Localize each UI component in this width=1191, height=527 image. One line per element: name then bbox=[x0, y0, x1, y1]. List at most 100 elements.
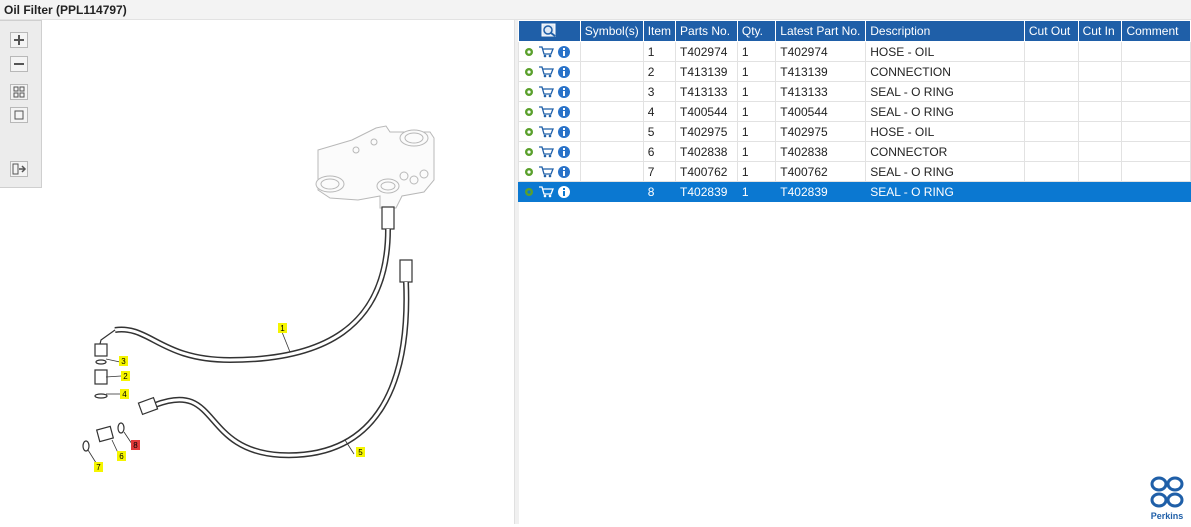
column-header-cut-in[interactable]: Cut In bbox=[1077, 20, 1123, 42]
add-to-cart-icon[interactable] bbox=[538, 185, 554, 198]
cell-parts-no: T402838 bbox=[675, 141, 738, 162]
callout-1[interactable]: 1 bbox=[278, 323, 287, 333]
cell-symbols bbox=[579, 101, 644, 122]
callout-6[interactable]: 6 bbox=[117, 451, 126, 461]
cell-cut-in bbox=[1077, 81, 1123, 102]
export-icon[interactable] bbox=[10, 161, 28, 177]
info-icon[interactable] bbox=[557, 85, 571, 99]
info-icon[interactable] bbox=[557, 45, 571, 59]
cell-symbols bbox=[579, 61, 644, 82]
cell-cut-in bbox=[1077, 161, 1123, 182]
zoom-out-icon[interactable] bbox=[10, 56, 28, 72]
cell-cut-out bbox=[1023, 121, 1079, 142]
callout-8[interactable]: 8 bbox=[131, 440, 140, 450]
cell-parts-no: T400762 bbox=[675, 161, 738, 182]
info-icon[interactable] bbox=[557, 105, 571, 119]
callout-3[interactable]: 3 bbox=[119, 356, 128, 366]
cell-comment bbox=[1121, 181, 1191, 202]
gear-icon[interactable] bbox=[523, 126, 535, 138]
cell-qty: 1 bbox=[736, 141, 777, 162]
parts-table: Symbol(s) Item Parts No. Qty. Latest Par… bbox=[518, 20, 1191, 202]
small-parts bbox=[82, 359, 125, 452]
cell-latest-part-no: T400762 bbox=[775, 161, 867, 182]
add-to-cart-icon[interactable] bbox=[538, 165, 554, 178]
add-to-cart-icon[interactable] bbox=[538, 65, 554, 78]
callout-5[interactable]: 5 bbox=[356, 447, 365, 457]
fit-window-icon[interactable] bbox=[10, 107, 28, 123]
row-actions bbox=[518, 61, 581, 82]
add-to-cart-icon[interactable] bbox=[538, 85, 554, 98]
column-header-symbols[interactable]: Symbol(s) bbox=[579, 20, 644, 42]
gear-icon[interactable] bbox=[523, 66, 535, 78]
callout-4[interactable]: 4 bbox=[120, 389, 129, 399]
cell-description: CONNECTION bbox=[865, 61, 1025, 82]
cell-qty: 1 bbox=[736, 61, 777, 82]
info-icon[interactable] bbox=[557, 165, 571, 179]
window-title: Oil Filter (PPL114797) bbox=[4, 3, 127, 17]
column-header-qty[interactable]: Qty. bbox=[736, 20, 777, 42]
cell-symbols bbox=[579, 121, 644, 142]
cell-parts-no: T413139 bbox=[675, 61, 738, 82]
cell-symbols bbox=[579, 81, 644, 102]
add-to-cart-icon[interactable] bbox=[538, 145, 554, 158]
column-header-item[interactable]: Item bbox=[642, 20, 677, 42]
cell-comment bbox=[1121, 41, 1191, 62]
info-icon[interactable] bbox=[557, 65, 571, 79]
row-actions bbox=[518, 81, 581, 102]
cell-description: SEAL - O RING bbox=[865, 101, 1025, 122]
add-to-cart-icon[interactable] bbox=[538, 105, 554, 118]
cell-item: 3 bbox=[642, 81, 677, 102]
gear-icon[interactable] bbox=[523, 46, 535, 58]
cell-cut-in bbox=[1077, 41, 1123, 62]
gear-icon[interactable] bbox=[523, 146, 535, 158]
row-actions bbox=[518, 161, 581, 182]
oil-filter-head bbox=[315, 125, 435, 209]
cell-cut-in bbox=[1077, 101, 1123, 122]
column-header-description[interactable]: Description bbox=[865, 20, 1025, 42]
search-parts-icon[interactable] bbox=[541, 23, 557, 37]
fit-all-icon[interactable] bbox=[10, 84, 28, 100]
cell-qty: 1 bbox=[736, 41, 777, 62]
info-icon[interactable] bbox=[557, 145, 571, 159]
cell-item: 6 bbox=[642, 141, 677, 162]
callout-7[interactable]: 7 bbox=[94, 462, 103, 472]
info-icon[interactable] bbox=[557, 185, 571, 199]
column-header-cut-out[interactable]: Cut Out bbox=[1023, 20, 1079, 42]
cell-cut-in bbox=[1077, 61, 1123, 82]
cell-cut-out bbox=[1023, 81, 1079, 102]
gear-icon[interactable] bbox=[523, 86, 535, 98]
parts-diagram[interactable]: 1 3 2 4 8 6 5 7 bbox=[0, 20, 514, 524]
cell-latest-part-no: T413133 bbox=[775, 81, 867, 102]
zoom-in-icon[interactable] bbox=[10, 32, 28, 48]
info-icon[interactable] bbox=[557, 125, 571, 139]
column-header-latest-part-no[interactable]: Latest Part No. bbox=[775, 20, 867, 42]
gear-icon[interactable] bbox=[523, 166, 535, 178]
column-header-parts-no[interactable]: Parts No. bbox=[675, 20, 738, 42]
callout-2[interactable]: 2 bbox=[121, 371, 130, 381]
svg-text:6: 6 bbox=[119, 452, 124, 461]
cell-item: 1 bbox=[642, 41, 677, 62]
row-actions bbox=[518, 101, 581, 122]
gear-icon[interactable] bbox=[523, 186, 535, 198]
pane-splitter[interactable] bbox=[514, 20, 519, 524]
column-header-comment[interactable]: Comment bbox=[1121, 20, 1191, 42]
cell-description: SEAL - O RING bbox=[865, 161, 1025, 182]
gear-icon[interactable] bbox=[523, 106, 535, 118]
add-to-cart-icon[interactable] bbox=[538, 125, 554, 138]
add-to-cart-icon[interactable] bbox=[538, 45, 554, 58]
cell-comment bbox=[1121, 101, 1191, 122]
cell-cut-out bbox=[1023, 41, 1079, 62]
column-header-tools[interactable] bbox=[518, 20, 581, 42]
cell-parts-no: T402839 bbox=[675, 181, 738, 202]
cell-cut-in bbox=[1077, 181, 1123, 202]
svg-text:1: 1 bbox=[280, 324, 285, 333]
cell-cut-in bbox=[1077, 121, 1123, 142]
